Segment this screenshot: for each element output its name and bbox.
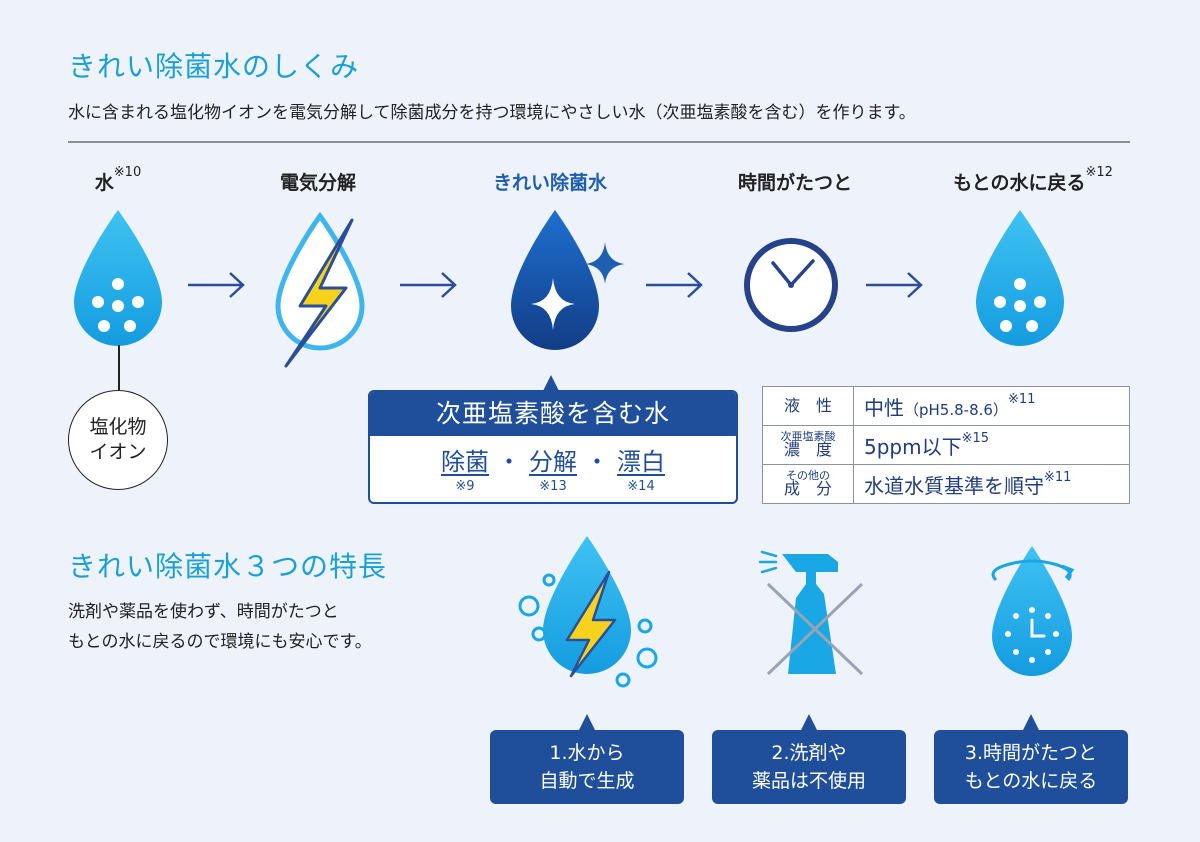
- callout-pointer: [579, 714, 595, 730]
- hypochlorous-title: 次亜塩素酸を含む水: [370, 392, 736, 436]
- table-row: 次亜塩素酸濃 度 5ppm以下※15: [762, 425, 1130, 465]
- features-description-line: もとの水に戻るので環境にも安心です。: [68, 632, 372, 652]
- step-label-clean-water: きれい除菌水: [492, 172, 607, 194]
- properties-table: 液 性 中性（pH5.8-8.6）※11 次亜塩素酸濃 度 5ppm以下※15 …: [762, 386, 1130, 504]
- sparkling-drop-icon: [511, 210, 625, 350]
- arrow-right-icon: [646, 272, 703, 298]
- lightning-drop-bubbles-icon: [518, 536, 658, 688]
- property-value: 水道水質基準を順守※11: [853, 464, 1130, 504]
- callout-pointer: [801, 714, 817, 730]
- property-key: その他の成 分: [762, 464, 854, 504]
- callout-pointer: [543, 375, 559, 391]
- property-key: 液 性: [762, 386, 854, 426]
- features-description-line: 洗剤や薬品を使わず、時間がたつと: [68, 602, 339, 622]
- effect-decompose: 分解 ※13: [529, 448, 577, 494]
- arrow-right-icon: [188, 272, 245, 298]
- divider: [68, 141, 1130, 143]
- water-drop-icon: [976, 210, 1064, 346]
- table-row: その他の成 分 水道水質基準を順守※11: [762, 464, 1130, 504]
- clock-icon: [744, 238, 838, 332]
- feature-auto-generated: 1.水から自動で生成: [490, 730, 684, 804]
- step-label-time-passes: 時間がたつと: [737, 172, 852, 194]
- section-title-features: きれい除菌水３つの特長: [68, 550, 388, 583]
- table-row: 液 性 中性（pH5.8-8.6）※11: [762, 386, 1130, 426]
- electrolysis-drop-icon: [275, 211, 365, 368]
- property-value: 中性（pH5.8-8.6）※11: [853, 386, 1130, 426]
- ion-connector-line: [118, 345, 120, 390]
- step-label-return-water: もとの水に戻る※12: [953, 165, 1113, 194]
- water-drop-icon: [74, 210, 162, 346]
- arrow-right-icon: [866, 272, 923, 298]
- effect-disinfect: 除菌 ※9: [441, 448, 489, 494]
- arrow-right-icon: [400, 272, 457, 298]
- drop-with-clock-cycle-icon: [991, 546, 1075, 676]
- chloride-ion-label: 塩化物イオン: [68, 390, 168, 490]
- step-label-electrolysis: 電気分解: [279, 172, 356, 194]
- mechanism-description: 水に含まれる塩化物イオンを電気分解して除菌成分を持つ環境にやさしい水（次亜塩素酸…: [68, 103, 916, 123]
- no-spray-bottle-icon: [758, 550, 864, 676]
- property-value: 5ppm以下※15: [853, 425, 1130, 465]
- effect-bleach: 漂白 ※14: [617, 448, 665, 494]
- feature-returns-to-water: 3.時間がたつともとの水に戻る: [934, 730, 1128, 804]
- separator: ・: [585, 448, 609, 476]
- step-label-water: 水※10: [94, 165, 142, 194]
- property-key: 次亜塩素酸濃 度: [762, 425, 854, 465]
- separator: ・: [497, 448, 521, 476]
- feature-no-chemicals: 2.洗剤や薬品は不使用: [712, 730, 906, 804]
- callout-pointer: [1023, 714, 1039, 730]
- section-title-mechanism: きれい除菌水のしくみ: [68, 50, 360, 83]
- hypochlorous-water-box: 次亜塩素酸を含む水 除菌 ※9 ・ 分解 ※13 ・ 漂白 ※14: [368, 390, 738, 504]
